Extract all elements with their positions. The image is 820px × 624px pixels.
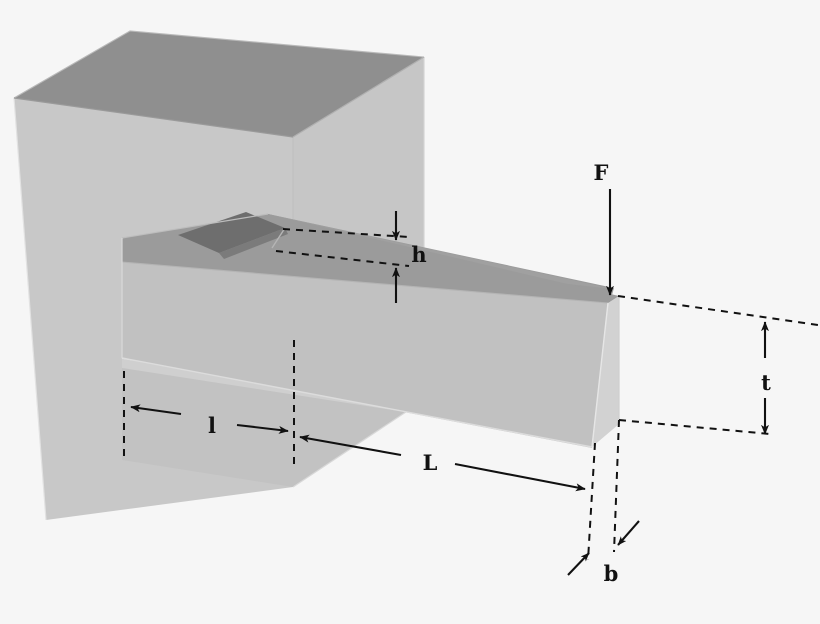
- support-block-edge-top-left: [13, 30, 425, 99]
- dimension-arrow-l-right: [236, 423, 289, 434]
- support-block-edge-top-ridge: [13, 97, 294, 138]
- dashed-h-lower: [275, 250, 410, 267]
- beam-edge-front-top: [121, 261, 609, 304]
- notch-face: [178, 212, 285, 253]
- support-block-edge-top-right-ridge: [292, 56, 425, 138]
- cantilever-beam: [121, 212, 620, 448]
- label-F: F: [594, 160, 609, 185]
- dimension-labels: F h t l L b: [208, 160, 771, 586]
- support-block-edge-left-vertical: [13, 97, 47, 521]
- notch-edge-right: [271, 227, 286, 249]
- label-t: t: [761, 370, 771, 395]
- dimension-arrow-L-right: [454, 462, 586, 492]
- dimension-arrows: [130, 189, 769, 576]
- dimension-arrow-L-left: [299, 434, 402, 457]
- dashed-t-upper: [617, 295, 819, 326]
- dashed-h-upper: [282, 228, 410, 238]
- label-l: l: [208, 413, 216, 438]
- label-L: L: [423, 450, 438, 475]
- label-b: b: [604, 561, 619, 586]
- label-h: h: [411, 242, 426, 267]
- base-plate-top-face: [122, 358, 418, 487]
- dimension-arrow-l-left: [130, 404, 182, 416]
- support-block-right-face: [293, 57, 424, 260]
- beam-end-face: [592, 296, 619, 447]
- dashed-t-lower: [618, 419, 771, 435]
- construction-lines: [123, 228, 819, 561]
- dashed-b-left-extension: [587, 442, 596, 561]
- beam-front-face-main: [122, 262, 608, 447]
- dimension-arrow-b-upper: [617, 520, 640, 546]
- dimension-arrow-b-lower: [567, 552, 590, 576]
- beam-edge-end-vertical: [591, 302, 609, 448]
- dashed-b-right-extension: [613, 419, 620, 553]
- notch-inner-wall: [219, 228, 288, 259]
- base-plate-edge-right: [292, 403, 419, 488]
- beam-edge-front-bottom: [121, 357, 593, 448]
- support-block-top-face: [14, 31, 424, 137]
- beam-edge-top-rear: [121, 213, 269, 239]
